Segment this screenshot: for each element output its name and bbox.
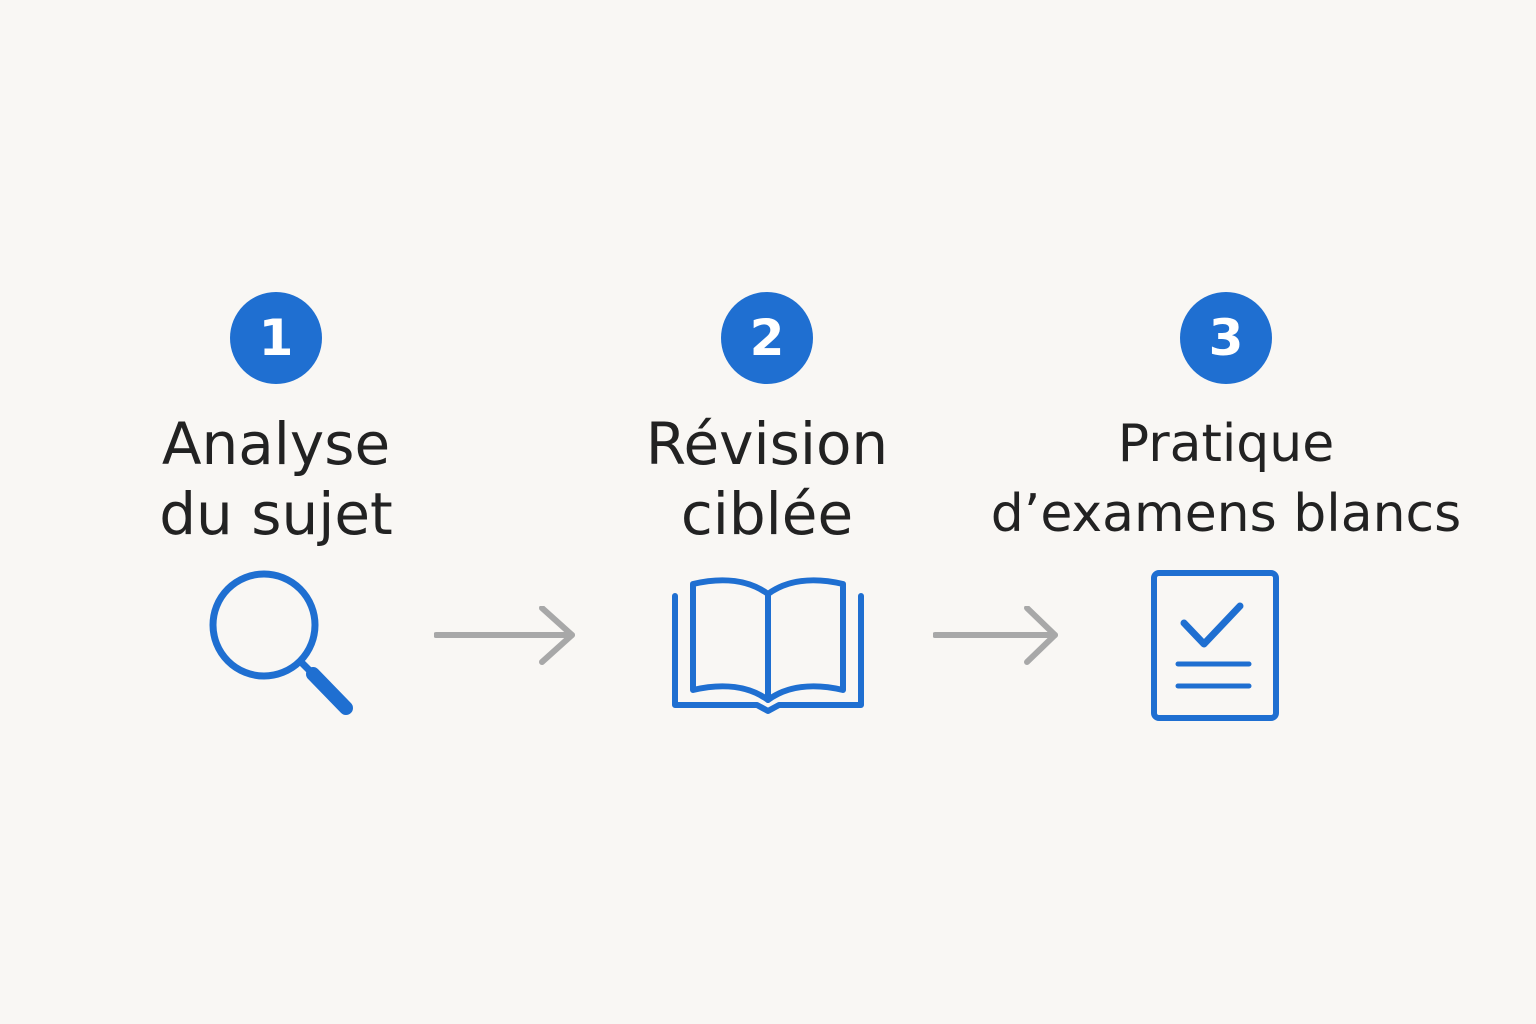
checklist-document-icon — [1148, 568, 1282, 724]
step-3: 3 Pratique d’examens blancs — [966, 0, 1486, 1024]
step-2-title-line-1: Révision — [645, 410, 889, 478]
step-1-title-line-2: du sujet — [159, 480, 393, 548]
step-2-number-badge: 2 — [721, 292, 813, 384]
step-1: 1 Analyse du sujet — [16, 0, 536, 1024]
step-3-title-line-1: Pratique — [1117, 414, 1335, 474]
step-1-title-line-1: Analyse — [161, 410, 391, 478]
arrow-right-icon — [433, 605, 580, 666]
step-2: 2 Révision ciblée — [507, 0, 1027, 1024]
step-2-title: Révision ciblée — [507, 409, 1027, 549]
arrow-right-icon — [932, 605, 1063, 666]
step-1-title: Analyse du sujet — [16, 409, 536, 549]
step-2-title-line-2: ciblée — [680, 480, 854, 548]
magnifying-glass-icon — [209, 570, 360, 720]
step-1-number-badge: 1 — [230, 292, 322, 384]
open-book-icon — [671, 572, 865, 714]
step-3-title: Pratique d’examens blancs — [966, 409, 1486, 549]
step-3-number-badge: 3 — [1180, 292, 1272, 384]
step-3-title-line-2: d’examens blancs — [990, 484, 1462, 544]
